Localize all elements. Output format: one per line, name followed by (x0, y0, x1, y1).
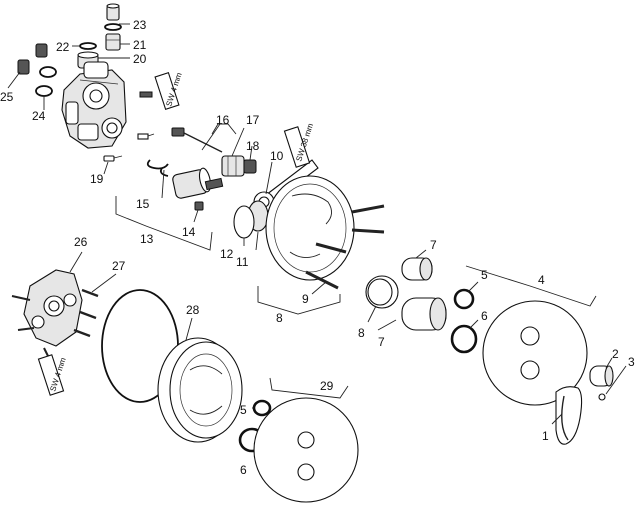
valve-body (61, 61, 127, 149)
callout-31: 29 (320, 379, 334, 393)
callout-9: 7 (430, 238, 437, 252)
part-14-sleeve (233, 205, 255, 239)
part-28-rough-in-body (11, 269, 83, 357)
callout-6-bottom: 6 (240, 463, 247, 477)
callout-8: 8 (358, 326, 365, 340)
part-21-screw (103, 155, 123, 162)
part-18-stem (171, 127, 223, 153)
callout-20: 18 (246, 139, 260, 153)
callout-23: 21 (133, 38, 147, 52)
callout-22: 20 (133, 52, 147, 66)
part-25-cap (106, 3, 120, 21)
part-30-extension-ring (157, 337, 243, 443)
tool-tag-sw4-top: SW 4 mm (154, 71, 184, 111)
part-screw-pair (137, 133, 155, 140)
part-24-insert (35, 43, 48, 58)
callout-24: 22 (56, 40, 70, 54)
callout-4: 4 (538, 273, 545, 287)
callout-3: 3 (628, 355, 635, 369)
part-2-cap (589, 365, 614, 387)
part-11-screws (305, 204, 385, 290)
part-17-clip (146, 159, 169, 177)
callout-30: 28 (186, 303, 200, 317)
callout-13: 11 (236, 255, 249, 269)
callout-16: 14 (182, 225, 196, 239)
part-19-spindle (221, 155, 245, 177)
callout-21: 19 (90, 172, 104, 186)
callout-27: 25 (0, 90, 14, 104)
callout-labels: 23 21 22 20 25 24 19 16 17 18 10 15 14 1… (0, 18, 635, 477)
callout-10: 8 (276, 311, 283, 325)
callout-7: 7 (378, 335, 385, 349)
callout-12: 10 (270, 149, 284, 163)
part-23-insert (105, 33, 121, 51)
part-5-oring-bottom (252, 399, 272, 417)
part-25-oring (104, 23, 122, 31)
part-8-ring (365, 275, 399, 309)
part-26-oring-1 (39, 66, 57, 78)
hex-key-small (139, 91, 153, 98)
part-3-screw (598, 393, 606, 401)
callout-28: 26 (74, 235, 88, 249)
callout-15: 13 (140, 232, 154, 246)
part-4-trim-plate (482, 300, 588, 406)
part-1-handle (555, 386, 583, 445)
callout-6-top: 6 (481, 309, 488, 323)
part-24-oring (79, 42, 97, 50)
part-9-sleeve (401, 257, 433, 281)
part-16-screw (194, 201, 204, 211)
part-7-sleeve (401, 297, 447, 331)
tool-tag-sw4-left: SW 4 mm (37, 354, 68, 396)
callout-26: 24 (32, 109, 46, 123)
part-5-oring-top (453, 288, 475, 310)
callout-29: 27 (112, 259, 126, 273)
callout-5-top: 5 (481, 268, 488, 282)
part-31-trim-cover (253, 397, 359, 503)
callout-11: 9 (302, 292, 309, 306)
part-27-insert (17, 59, 30, 75)
part-6-oring-top (450, 324, 478, 354)
callout-2: 2 (612, 347, 619, 361)
callout-18: 16 (216, 113, 230, 127)
part-15-cartridge (172, 167, 224, 199)
part-20-seal (243, 159, 257, 174)
callout-5-bottom: 5 (240, 403, 247, 417)
callout-25: 23 (133, 18, 147, 32)
leader-lines (7, 23, 627, 425)
part-10-mounting-plate (265, 175, 355, 281)
part-26-oring-2 (35, 85, 53, 97)
part-29-screws (73, 288, 99, 338)
callout-1: 1 (542, 429, 549, 443)
callout-19: 17 (246, 113, 260, 127)
callout-14: 12 (220, 247, 234, 261)
callout-17: 15 (136, 197, 150, 211)
